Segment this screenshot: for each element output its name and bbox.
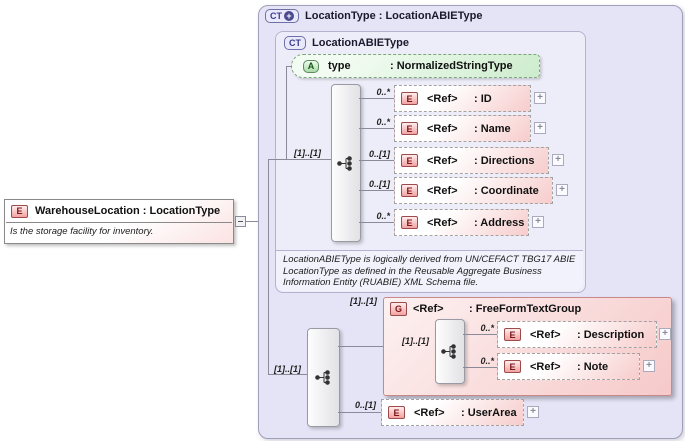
- type-annotation-area: LocationABIEType is logically derived fr…: [276, 250, 583, 291]
- expand-plus-icon[interactable]: +: [534, 122, 546, 134]
- connector: [463, 334, 497, 335]
- ref-type: : Name: [474, 122, 511, 135]
- complex-type-icon: CT: [284, 36, 306, 50]
- sequence-compositor[interactable]: [307, 328, 340, 427]
- ref-label: <Ref>: [427, 122, 458, 135]
- element-ref-note[interactable]: E <Ref> : Note: [497, 353, 640, 380]
- element-title: WarehouseLocation : LocationType: [35, 205, 221, 217]
- ref-label: <Ref>: [530, 360, 561, 373]
- element-annotation: Is the storage facility for inventory.: [10, 226, 154, 237]
- connector: [463, 367, 497, 368]
- cardinality-label: [1]..[1]: [294, 148, 321, 158]
- ref-type: : Address: [474, 216, 525, 229]
- collapse-icon[interactable]: [235, 216, 246, 227]
- sequence-icon: [441, 344, 456, 359]
- attribute-icon: A: [303, 59, 319, 73]
- cardinality-label: 0..*: [480, 356, 494, 366]
- cardinality-label: 0..*: [376, 211, 390, 221]
- ref-type: : FreeFormTextGroup: [469, 303, 582, 315]
- ref-label: <Ref>: [414, 406, 445, 419]
- connector: [359, 222, 394, 223]
- cardinality-label: 0..*: [376, 87, 390, 97]
- location-type-header: CT + LocationType : LocationABIEType: [265, 9, 482, 23]
- type-annotation: LocationABIEType is logically derived fr…: [283, 254, 576, 288]
- ref-type: : UserArea: [461, 406, 517, 419]
- element-icon: E: [401, 154, 418, 167]
- sequence-compositor[interactable]: [331, 84, 361, 242]
- element-ref-directions[interactable]: E <Ref> : Directions: [394, 147, 549, 174]
- complex-type-icon: CT +: [265, 9, 299, 23]
- element-icon: E: [504, 360, 521, 373]
- element-ref-id[interactable]: E <Ref> : ID: [394, 85, 531, 112]
- element-icon: E: [11, 204, 28, 218]
- ct-label: CT: [289, 38, 301, 48]
- ref-label: <Ref>: [427, 92, 458, 105]
- connector: [359, 98, 394, 99]
- expand-plus-icon[interactable]: +: [532, 216, 544, 228]
- ref-label: <Ref>: [427, 216, 458, 229]
- element-icon: E: [401, 216, 418, 229]
- expand-plus-icon[interactable]: +: [552, 154, 564, 166]
- ref-type: : ID: [474, 92, 492, 105]
- connector: [359, 190, 394, 191]
- group-icon: G: [390, 302, 407, 316]
- element-icon: E: [401, 122, 418, 135]
- warehouse-location-element[interactable]: E WarehouseLocation : LocationType Is th…: [4, 199, 234, 244]
- ref-label: <Ref>: [530, 328, 561, 341]
- derived-plus-icon: +: [284, 11, 294, 21]
- element-icon: E: [401, 184, 418, 197]
- ref-type: : Coordinate: [474, 184, 539, 197]
- expand-plus-icon[interactable]: +: [534, 92, 546, 104]
- ct-label: CT: [270, 11, 282, 21]
- attribute-type-row[interactable]: A type : NormalizedStringType: [291, 54, 540, 78]
- cardinality-label: [1]..[1]: [350, 296, 377, 306]
- sequence-icon: [337, 155, 352, 171]
- connector: [268, 159, 331, 160]
- connector: [359, 128, 394, 129]
- cardinality-label: 0..*: [480, 323, 494, 333]
- group-header: G <Ref> : FreeFormTextGroup: [390, 302, 581, 316]
- element-ref-description[interactable]: E <Ref> : Description: [497, 321, 657, 348]
- attribute-datatype: : NormalizedStringType: [390, 60, 513, 72]
- expand-plus-icon[interactable]: +: [527, 406, 539, 418]
- ref-type: : Directions: [474, 154, 535, 167]
- outer-type-title: LocationType : LocationABIEType: [305, 10, 483, 22]
- element-icon: E: [388, 406, 405, 419]
- expand-plus-icon[interactable]: +: [643, 360, 655, 372]
- connector: [338, 412, 381, 413]
- connector: [268, 159, 269, 375]
- cardinality-label: [1]..[1]: [402, 336, 429, 346]
- connector: [286, 66, 292, 67]
- connector: [268, 374, 307, 375]
- element-icon: E: [401, 92, 418, 105]
- cardinality-label: 0..[1]: [354, 400, 376, 410]
- divider: [6, 222, 232, 223]
- element-icon: E: [504, 328, 521, 341]
- element-ref-name[interactable]: E <Ref> : Name: [394, 115, 531, 142]
- cardinality-label: 0..[1]: [368, 149, 390, 159]
- attribute-name: type: [328, 60, 351, 72]
- ref-label: <Ref>: [427, 184, 458, 197]
- element-ref-coordinate[interactable]: E <Ref> : Coordinate: [394, 177, 553, 204]
- base-type-title: LocationABIEType: [312, 37, 409, 49]
- cardinality-label: 0..*: [376, 117, 390, 127]
- ref-type: : Description: [577, 328, 645, 341]
- ref-type: : Note: [577, 360, 609, 373]
- connector: [359, 160, 394, 161]
- connector: [286, 66, 287, 159]
- sequence-icon: [314, 370, 330, 385]
- expand-plus-icon[interactable]: +: [659, 328, 671, 340]
- connector: [246, 221, 268, 222]
- element-ref-address[interactable]: E <Ref> : Address: [394, 209, 529, 236]
- cardinality-label: [1]..[1]: [274, 364, 301, 374]
- ref-label: <Ref>: [413, 303, 444, 315]
- sequence-compositor[interactable]: [435, 319, 465, 384]
- cardinality-label: 0..[1]: [368, 179, 390, 189]
- location-abie-type-header: CT LocationABIEType: [284, 36, 409, 50]
- expand-plus-icon[interactable]: +: [556, 184, 568, 196]
- element-ref-user-area[interactable]: E <Ref> : UserArea: [381, 399, 524, 426]
- ref-label: <Ref>: [427, 154, 458, 167]
- minus-icon: [238, 221, 243, 222]
